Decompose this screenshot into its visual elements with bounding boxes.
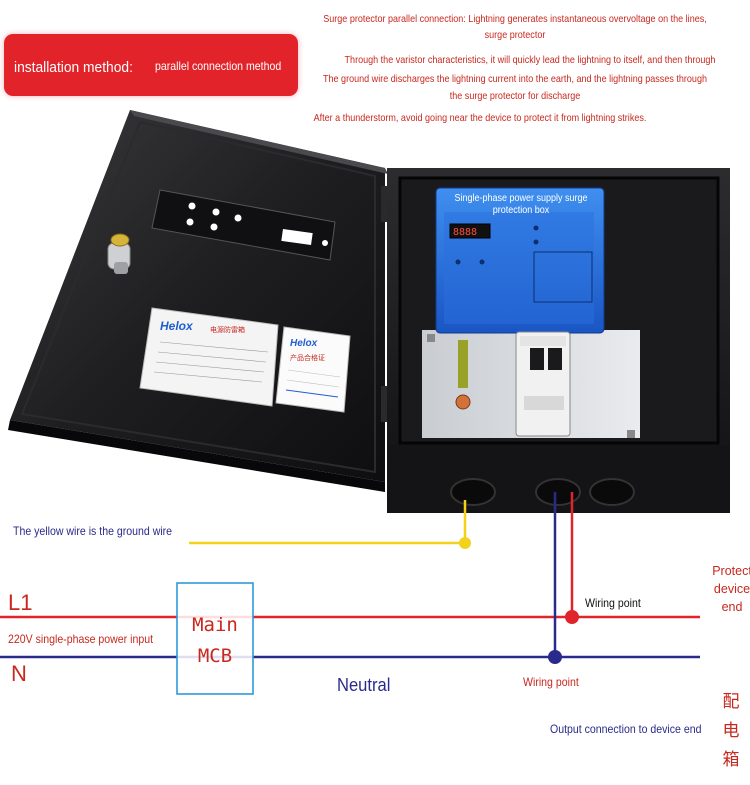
surge-protection-device: 8888 <box>435 187 605 334</box>
power-input-label: 220V single-phase power input <box>8 632 154 646</box>
output-connection-label: Output connection to device end <box>550 722 702 736</box>
note-line-4: The ground wire discharges the lightning… <box>322 73 708 85</box>
certificate-card: Helox 产品合格证 <box>275 326 351 413</box>
circuit-breaker <box>515 331 571 437</box>
svg-text:8888: 8888 <box>453 227 477 238</box>
note-line-3: Through the varistor characteristics, it… <box>344 54 716 66</box>
mcb-label-line1: Main <box>192 614 238 636</box>
banner-title: installation method: <box>14 59 133 76</box>
protect-device-end-label: Protect device end <box>706 562 750 616</box>
protect-line-1: Protect <box>712 564 750 578</box>
svg-text:Helox: Helox <box>290 338 318 349</box>
ground-terminal <box>427 334 635 438</box>
main-mcb-frame <box>176 582 254 695</box>
box-char-2: 电 <box>722 721 740 741</box>
neutral-label: Neutral <box>337 675 391 695</box>
device-title: Single-phase power supply surge protecti… <box>454 193 588 216</box>
svg-text:产品合格证: 产品合格证 <box>290 353 325 362</box>
ground-point <box>459 537 471 549</box>
protect-line-2: device <box>713 582 750 596</box>
product-label-card: Helox 电源防雷箱 <box>139 307 279 407</box>
box-char-3: 箱 <box>722 750 740 770</box>
note-line-1: Surge protector parallel connection: Lig… <box>323 13 707 25</box>
mcb-label-line2: MCB <box>197 645 233 667</box>
banner-subtitle: parallel connection method <box>155 59 282 73</box>
n-label: N <box>11 661 27 686</box>
ground-wire-label: The yellow wire is the ground wire <box>13 524 173 538</box>
installation-banner <box>4 34 298 96</box>
note-line-6: After a thunderstorm, avoid going near t… <box>313 112 647 124</box>
wiring-point-bottom-label: Wiring point <box>523 675 579 689</box>
note-line-5: the surge protector for discharge <box>449 90 581 102</box>
protect-line-3: end <box>721 600 743 614</box>
wiring-point-top-label: Wiring point <box>585 596 641 610</box>
note-line-2: surge protector <box>484 29 546 41</box>
wiring-point-live <box>565 610 579 624</box>
box-char-1: 配 <box>722 692 740 712</box>
l1-label: L1 <box>8 590 33 615</box>
wiring-point-neutral <box>548 650 562 664</box>
svg-text:Helox: Helox <box>160 319 194 333</box>
distribution-box-label: 配 电 箱 <box>716 688 746 775</box>
svg-text:电源防雷箱: 电源防雷箱 <box>210 325 245 334</box>
